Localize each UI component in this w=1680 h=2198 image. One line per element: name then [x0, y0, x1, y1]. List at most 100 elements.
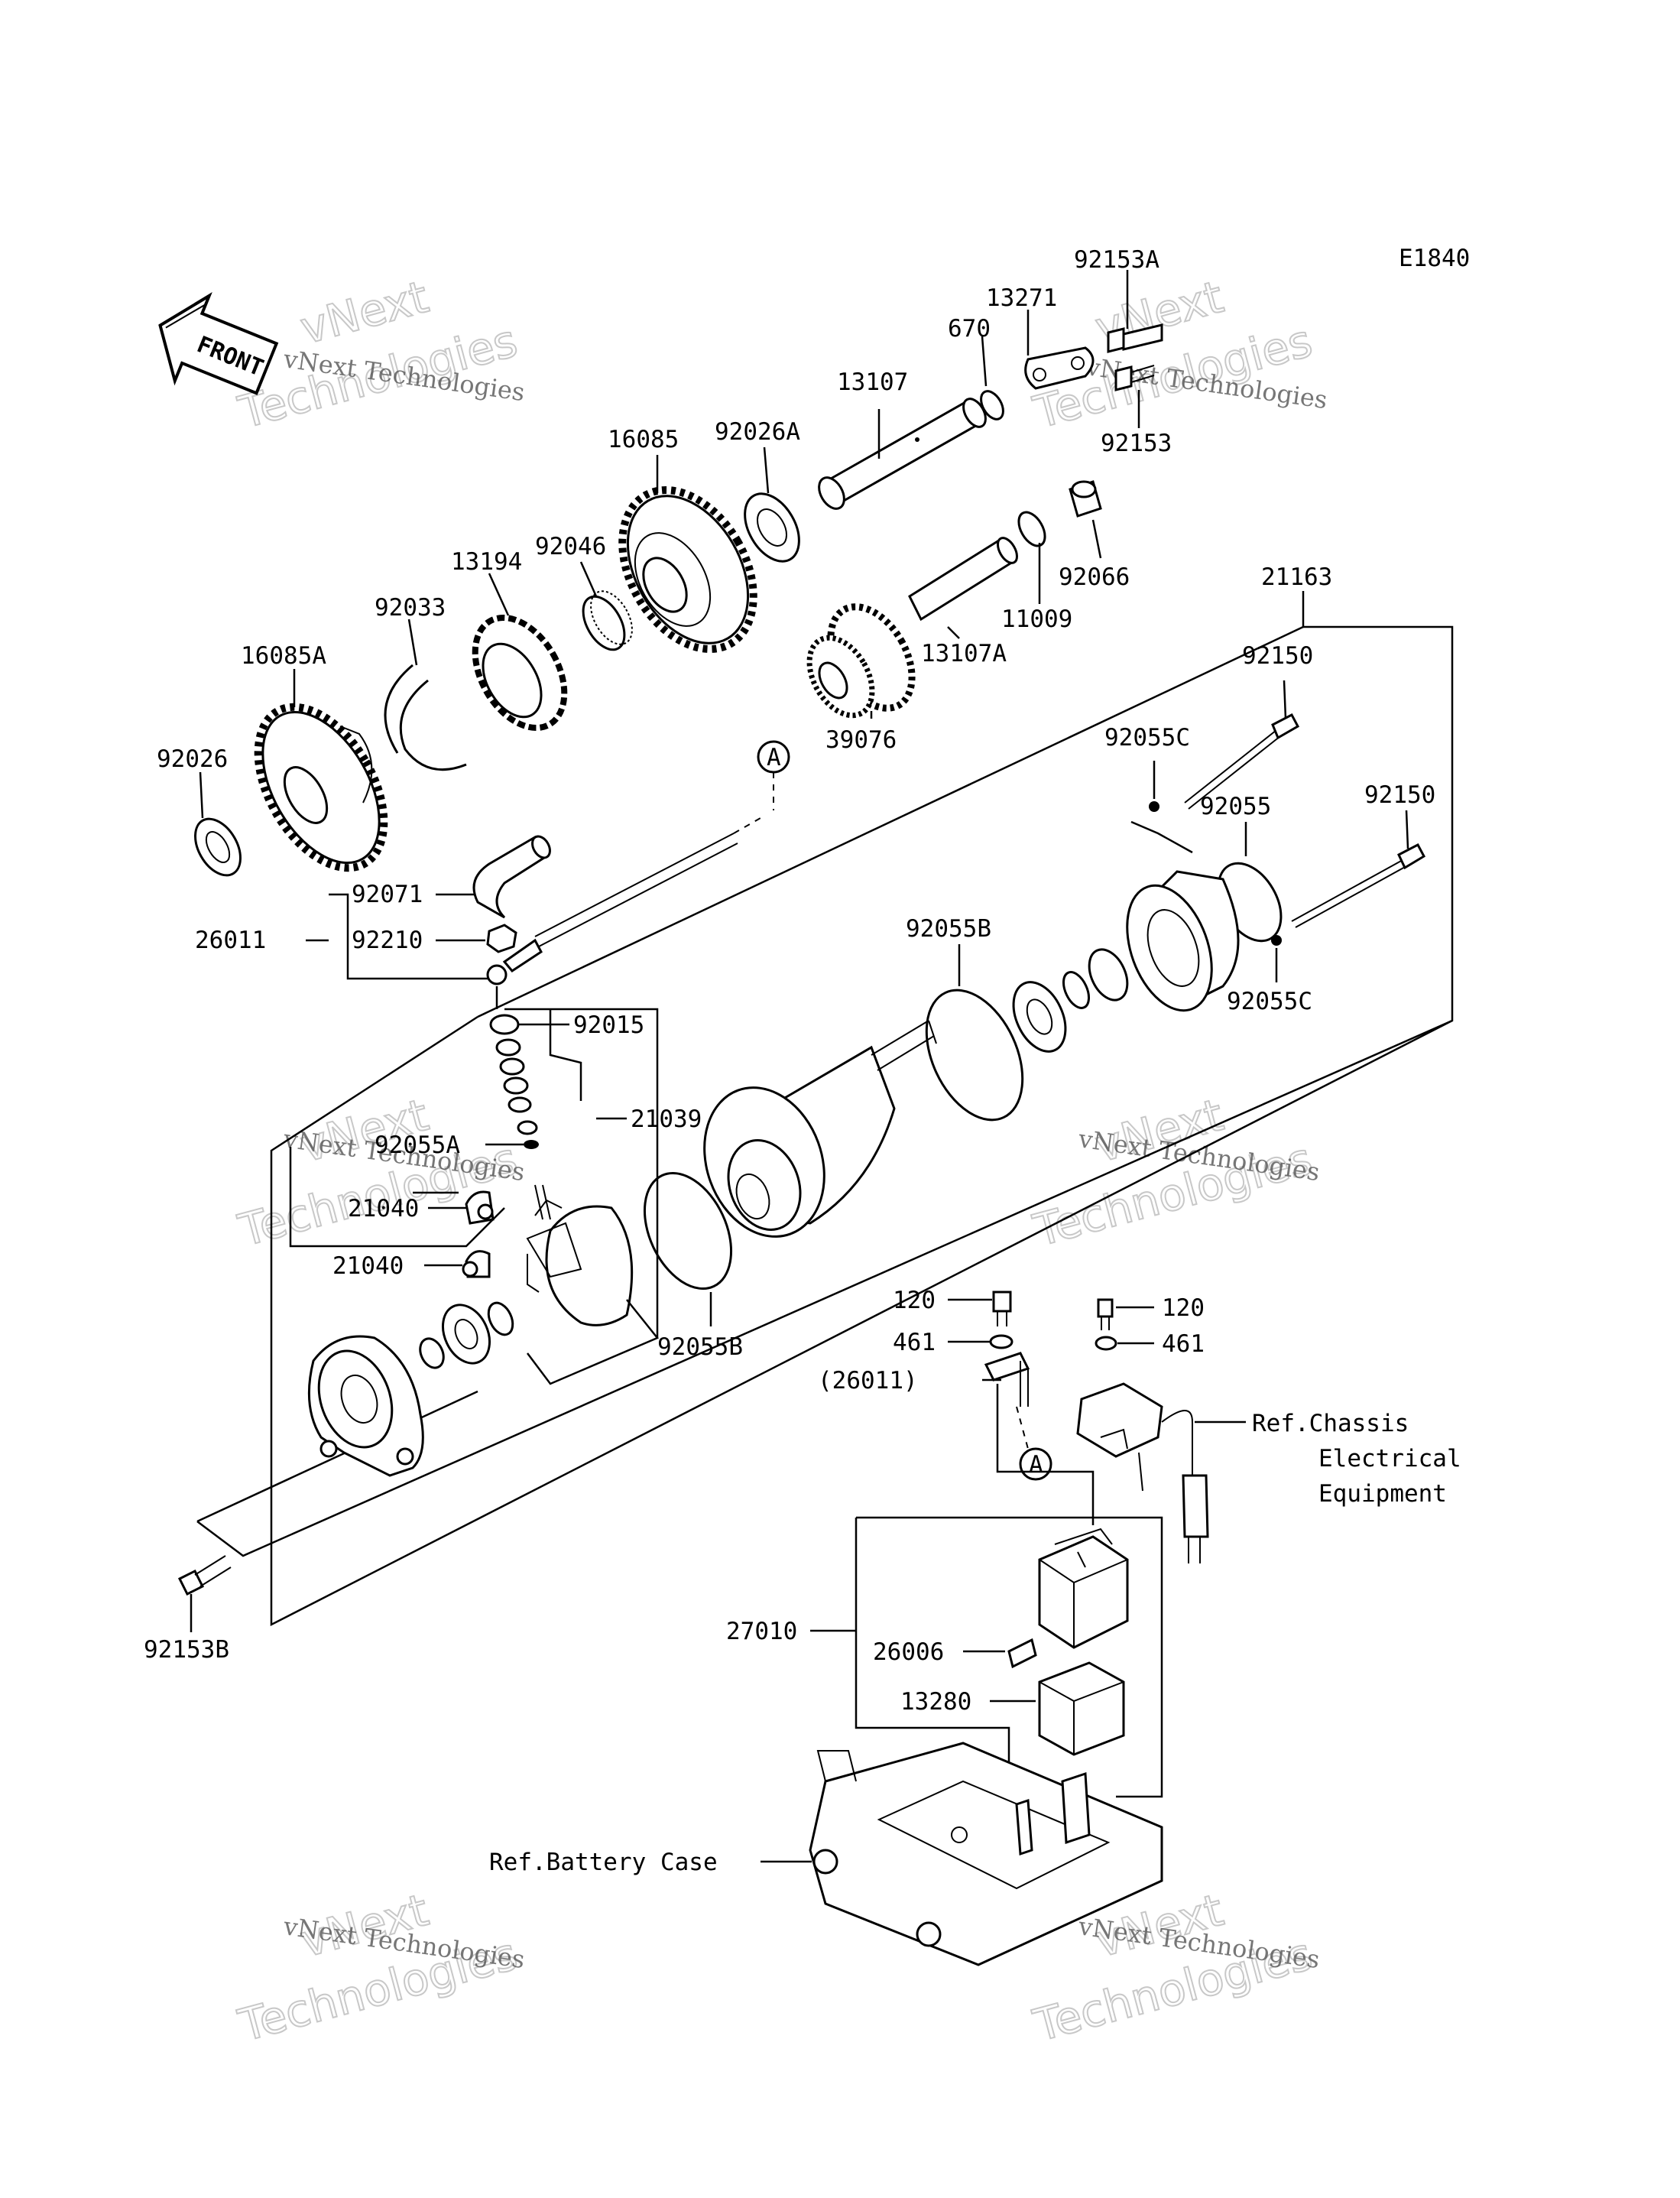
label-92046: 92046: [535, 533, 606, 560]
label-120-right: 120: [1162, 1294, 1205, 1322]
label-16085A: 16085A: [241, 642, 326, 670]
label-92055C-upper: 92055C: [1104, 724, 1190, 752]
bottom-diagonal: [196, 1019, 1453, 1557]
label-21040-lower: 21040: [332, 1252, 404, 1280]
label-21039: 21039: [631, 1105, 702, 1133]
label-670: 670: [948, 315, 991, 343]
ref-chassis-line1: Ref.Chassis: [1252, 1410, 1409, 1437]
oring-670: [980, 390, 1004, 420]
bolt-120-left: [992, 1291, 1012, 1326]
label-120-left: 120: [893, 1287, 936, 1314]
shaft-13107: [818, 398, 987, 510]
label-92055C-lower: 92055C: [1227, 988, 1312, 1015]
washer-461-right: [1095, 1336, 1117, 1351]
assembly-diagonal: [477, 625, 1304, 1018]
fuse-holder-13280: [1038, 1661, 1125, 1756]
bolt-120-right: [1097, 1298, 1114, 1330]
label-92150-upper: 92150: [1242, 642, 1313, 670]
gear-16085: [618, 486, 757, 653]
clutch-13194: [472, 614, 568, 732]
label-13194: 13194: [451, 548, 522, 576]
watermark-bottom-left: vNext Technologies vNext Technologies: [232, 1883, 527, 2053]
rear-end-cap: [307, 1335, 424, 1477]
bolt-92153A: [1107, 323, 1163, 353]
diagram-code: E1840: [1399, 245, 1470, 272]
ref-chassis-line3: Equipment: [1318, 1480, 1447, 1508]
bolt-92153: [1114, 365, 1155, 391]
washer-11009: [1017, 511, 1046, 547]
front-housing: [1062, 870, 1240, 1012]
label-92055A: 92055A: [375, 1131, 460, 1159]
plate-13271: [1024, 346, 1095, 390]
battery-case: [809, 1742, 1163, 1966]
label-27010: 27010: [726, 1618, 797, 1645]
label-16085: 16085: [608, 426, 679, 453]
label-26011-paren: (26011): [818, 1367, 918, 1394]
terminal-26011: [984, 1352, 1030, 1407]
oring-92055C-upper: [1149, 801, 1159, 812]
bolt-92150-lower: [1291, 843, 1425, 928]
watermark-mid-left: vNext Technologies vNext Technologies: [232, 1088, 527, 1258]
label-92153B: 92153B: [144, 1636, 229, 1664]
label-21040-upper: 21040: [348, 1195, 419, 1222]
label-92066: 92066: [1059, 563, 1130, 591]
label-92071: 92071: [352, 881, 423, 908]
label-92026: 92026: [157, 745, 228, 773]
label-92055B-lower: 92055B: [657, 1333, 743, 1361]
ref-chassis-line2: Electrical: [1318, 1445, 1461, 1472]
needle-bearing-92046: [582, 590, 633, 651]
circlip-92033: [399, 679, 467, 771]
front-arrow-icon: FRONT: [158, 292, 279, 395]
label-26011: 26011: [195, 927, 266, 954]
label-11009: 11009: [1001, 606, 1072, 633]
plug-92066: [1069, 480, 1102, 518]
oring-92055B-upper: [925, 989, 1024, 1122]
rear-bearing: [419, 1301, 514, 1369]
label-461-right: 461: [1162, 1330, 1205, 1358]
label-13280: 13280: [900, 1688, 971, 1716]
label-13107A: 13107A: [921, 640, 1007, 667]
label-92210: 92210: [352, 927, 423, 954]
relay-cover: [1076, 1382, 1209, 1563]
bearing-92026: [194, 817, 242, 877]
label-13271: 13271: [986, 284, 1057, 312]
assembly-outline-21163: [270, 625, 1454, 1627]
label-92015: 92015: [573, 1011, 644, 1039]
oring-92055B-lower: [643, 1171, 733, 1291]
bearing-armature-front: [1012, 981, 1067, 1053]
watermark-mid-right: vNext Technologies vNext Technologies: [1027, 1088, 1322, 1258]
label-92026A: 92026A: [715, 418, 800, 446]
brush-plate: [526, 1199, 634, 1326]
label-92153: 92153: [1101, 430, 1172, 457]
label-a-lower: A: [1029, 1451, 1043, 1479]
cable-26011: [486, 817, 761, 985]
brush-21040-upper: [465, 1190, 495, 1225]
label-a-upper: A: [767, 744, 781, 771]
ref-battery-case: Ref.Battery Case: [489, 1849, 718, 1876]
shaft-13107A: [908, 537, 1018, 622]
label-92055B-upper: 92055B: [906, 915, 991, 943]
armature: [703, 1020, 937, 1238]
ref-a-lower: [1019, 1447, 1052, 1481]
label-92033: 92033: [375, 594, 446, 622]
nut-92210: [486, 924, 517, 953]
watermark-top-left: vNext Technologies vNext Technologies: [232, 270, 527, 440]
brush-21040-lower: [462, 1250, 491, 1278]
label-26006: 26006: [873, 1638, 944, 1666]
label-461-left: 461: [893, 1329, 936, 1356]
bolt-92153B: [177, 1555, 232, 1596]
label-92055: 92055: [1200, 793, 1271, 820]
label-13107: 13107: [837, 368, 908, 396]
gear-16085A: [254, 703, 388, 872]
cap-92071: [472, 835, 551, 919]
gear-39076: [806, 603, 916, 719]
starter-relay: [1038, 1528, 1129, 1649]
label-92153A: 92153A: [1074, 246, 1159, 274]
label-21163: 21163: [1261, 563, 1332, 591]
fuse-26006: [1007, 1638, 1037, 1669]
washer-461-left: [989, 1334, 1014, 1349]
bearing-92026A: [744, 492, 800, 563]
label-92150-lower: 92150: [1364, 781, 1435, 809]
nut-washer-stack: [489, 1014, 551, 1220]
